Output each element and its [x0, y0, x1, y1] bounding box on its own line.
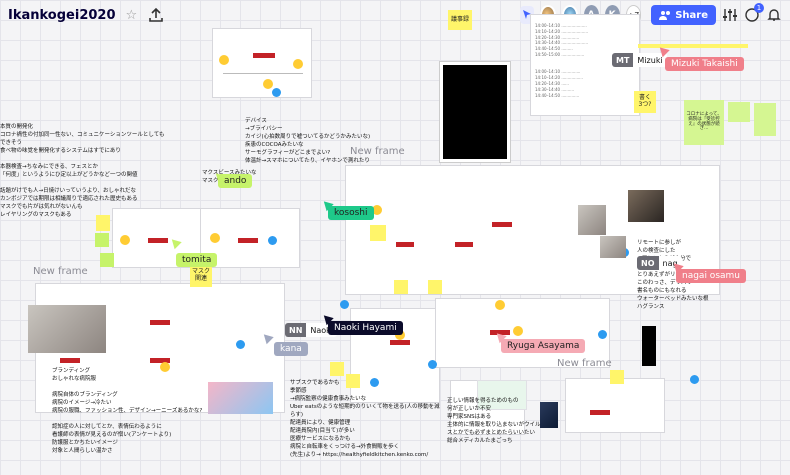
text-device: デバイス →ブライバシー カイジ(心拍数周りで嘘ついてるかどうかみたいな) 疾患…	[245, 118, 371, 164]
cursor-dot	[268, 236, 277, 245]
emoji	[395, 330, 405, 340]
text-services: サブスクであるかも 季節感 →病院監察の健康食事みたいな Uber eatsのよ…	[290, 380, 440, 458]
cursor-dot	[428, 360, 437, 369]
emoji	[210, 233, 220, 243]
sticky-note[interactable]	[96, 215, 110, 231]
sticky-note[interactable]	[346, 374, 360, 388]
emoji	[160, 362, 170, 372]
sticky-note-right[interactable]: コロナによって、病院は『受診控え』の状態が続き...	[684, 100, 724, 145]
collaborator-chip-nagai[interactable]: NO nag	[637, 256, 682, 270]
cursor-dot	[370, 378, 379, 387]
emoji	[293, 59, 303, 69]
photo	[208, 382, 273, 414]
sticky-note[interactable]	[610, 370, 624, 384]
frame-label[interactable]: New frame	[557, 358, 612, 369]
comments-icon[interactable]: 1	[744, 3, 764, 23]
video-card	[477, 380, 527, 410]
share-button[interactable]: Share	[651, 5, 716, 25]
cursor-dot	[690, 375, 699, 384]
bell-icon[interactable]	[766, 7, 782, 23]
watch-photo	[540, 402, 558, 428]
photo	[578, 205, 606, 235]
board-title[interactable]: Ikankogei2020	[8, 7, 116, 23]
dark-image	[439, 61, 511, 163]
sticky-note-mask[interactable]: マスク 関連	[190, 265, 212, 287]
user-tag-kososhi[interactable]: kososhi	[328, 206, 374, 220]
frame-label[interactable]: New frame	[350, 146, 405, 157]
emoji	[495, 300, 505, 310]
mizuki-highlight-bar	[638, 44, 748, 48]
sticky-note[interactable]	[728, 102, 750, 122]
frame-bottom-right[interactable]	[565, 378, 665, 433]
text-info: 正しい情報を得るためのもの 何が正しいか不安 専門家SNSはある 主体的に情報を…	[447, 398, 541, 444]
frame-label[interactable]: New frame	[33, 266, 88, 277]
cursor-dot	[598, 330, 607, 339]
frame-journey-top[interactable]	[212, 28, 312, 98]
sticky-note[interactable]	[100, 253, 114, 267]
emoji	[120, 235, 130, 245]
user-tag-tomita[interactable]: tomita	[176, 253, 218, 267]
sticky-note[interactable]	[95, 233, 109, 247]
user-tag-ryuga-asayama[interactable]: Ryuga Asayama	[501, 339, 586, 353]
user-tag-nagai-osamu[interactable]: nagai osamu	[676, 269, 746, 283]
text-branding: ブランディング おしゃれな病院服 病院自体のブランディング 病院のイメージ→冷た…	[52, 368, 203, 454]
sticky-note[interactable]	[330, 362, 344, 376]
cursor-dot	[236, 340, 245, 349]
emoji	[513, 326, 523, 336]
notification-count: 1	[754, 3, 764, 13]
user-tag-mizuki-takaishi[interactable]: Mizuki Takaishi	[665, 57, 744, 71]
sticky-note-daily[interactable]: 書く 3つ?	[634, 91, 656, 113]
user-tag-kana[interactable]: kana	[274, 342, 308, 356]
dark-image	[642, 326, 656, 366]
emoji	[219, 55, 229, 65]
board-header: Ikankogei2020 ☆	[0, 0, 163, 30]
frame-uvc[interactable]	[345, 165, 720, 295]
sticky-note[interactable]	[394, 280, 408, 294]
cursor-dot	[272, 88, 281, 97]
settings-sliders-icon[interactable]	[722, 7, 738, 23]
cursor-dot	[340, 300, 349, 309]
portrait-photo	[28, 305, 106, 353]
user-tag-naoki-hayami[interactable]: Naoki Hayami	[328, 321, 403, 335]
user-tag-ando[interactable]: ando	[218, 174, 253, 188]
emoji	[372, 205, 382, 215]
collaborator-chip-mizuki[interactable]: MT Mizuki	[612, 53, 667, 67]
emoji	[263, 79, 273, 89]
sticky-note[interactable]	[370, 225, 386, 241]
users-icon	[659, 11, 671, 20]
photo	[628, 190, 664, 222]
sticky-note-minutes[interactable]: 議事録	[448, 10, 472, 30]
upload-icon[interactable]	[147, 6, 165, 24]
star-icon[interactable]: ☆	[125, 7, 138, 23]
share-label: Share	[675, 9, 708, 21]
photo	[600, 236, 626, 258]
sticky-note[interactable]	[428, 280, 442, 294]
text-mask-side: マクスビースみたいな マスク	[202, 170, 257, 184]
sticky-note[interactable]	[754, 108, 776, 136]
text-notes-left: 本質の開発化 コロナ禍性の付加同一性ない、コミュニケーションツールとしてもできそ…	[0, 124, 165, 218]
